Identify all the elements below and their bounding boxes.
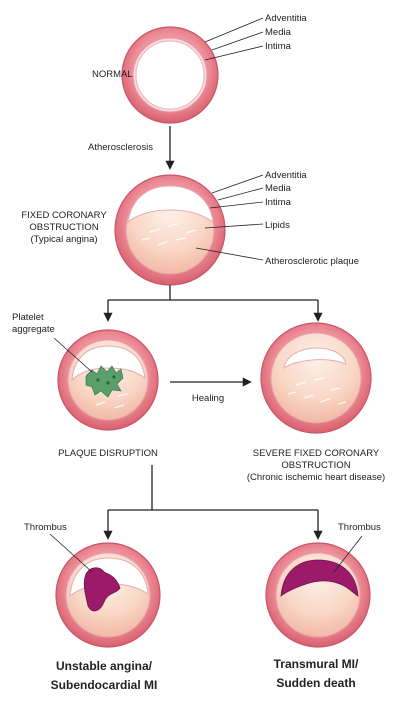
- unstable-caption-line2: Subendocardial MI: [51, 678, 158, 692]
- fixed-adventitia-label: Adventitia: [265, 170, 307, 181]
- normal-caption: NORMAL: [92, 69, 133, 80]
- fixed-lipids-label: Lipids: [265, 220, 290, 231]
- platelet-label-line2: aggregate: [12, 324, 55, 335]
- fixed-caption-line1: FIXED CORONARY: [21, 210, 107, 221]
- healing-label: Healing: [192, 393, 224, 404]
- fixed-obstruction-vessel: [115, 175, 225, 285]
- fixed-caption-line3: (Typical angina): [30, 234, 97, 245]
- severe-caption-line2: OBSTRUCTION: [281, 460, 350, 471]
- fixed-intima-label: Intima: [265, 197, 292, 208]
- normal-adventitia-label: Adventitia: [265, 13, 307, 24]
- normal-media-label: Media: [265, 27, 292, 38]
- branch-connector-top: [108, 285, 318, 320]
- transmural-caption-line2: Sudden death: [276, 676, 355, 690]
- transmural-caption-line1: Transmural MI/: [274, 657, 359, 671]
- disruption-caption: PLAQUE DISRUPTION: [58, 448, 158, 459]
- thrombus-right-label: Thrombus: [338, 522, 381, 533]
- fixed-plaque-label: Atherosclerotic plaque: [265, 256, 359, 267]
- fixed-media-label: Media: [265, 183, 292, 194]
- severe-caption-line1: SEVERE FIXED CORONARY: [253, 448, 380, 459]
- thrombus-left-label: Thrombus: [24, 522, 67, 533]
- platelet-label-line1: Platelet: [12, 312, 44, 323]
- unstable-caption-line1: Unstable angina/: [56, 659, 153, 673]
- fixed-caption-line2: OBSTRUCTION: [29, 222, 98, 233]
- normal-intima-label: Intima: [265, 41, 292, 52]
- severe-obstruction-vessel: [261, 323, 371, 433]
- atherosclerosis-label: Atherosclerosis: [88, 142, 153, 153]
- normal-layer-leaders: [205, 18, 263, 60]
- normal-vessel: [122, 27, 218, 123]
- severe-caption-line3: (Chronic ischemic heart disease): [247, 472, 385, 483]
